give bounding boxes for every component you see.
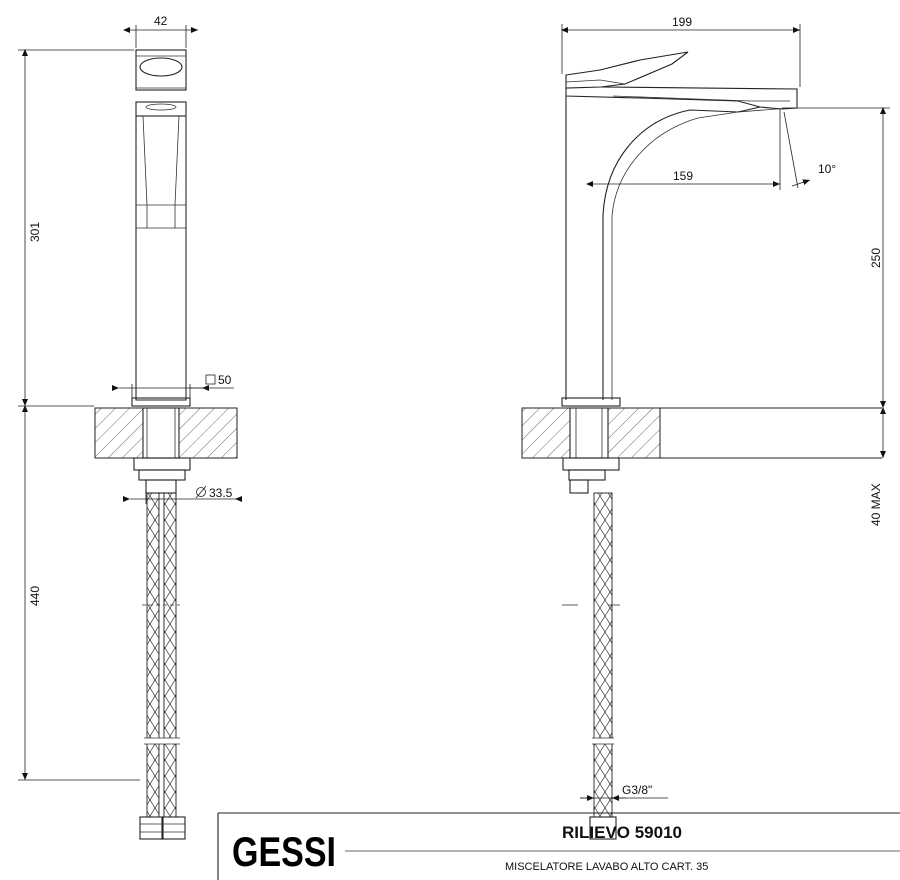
side-spout <box>565 86 798 110</box>
dim-total-width: 199 <box>672 15 692 29</box>
dim-hose-length: 440 <box>28 586 42 606</box>
dim-spout-angle: 10° <box>818 162 836 176</box>
title-block: GESSI RILIEVO 59010 MISCELATORE LAVABO A… <box>217 812 900 880</box>
square-icon <box>205 374 216 385</box>
diameter-icon <box>195 485 207 499</box>
front-nut <box>133 457 191 471</box>
brand-logo: GESSI <box>232 828 336 875</box>
dim-diameter-shank: 33.5 <box>209 486 233 500</box>
side-hose-nut <box>589 816 617 840</box>
front-body <box>135 116 187 401</box>
front-hose-right <box>163 492 177 818</box>
dim-height-body: 301 <box>28 222 42 242</box>
dim-deck-max: 40 MAX <box>869 483 883 526</box>
front-base-flange <box>131 397 191 407</box>
front-hose-left <box>146 492 160 818</box>
dim-spout-reach: 159 <box>673 169 693 183</box>
side-deck-right <box>607 407 661 459</box>
front-hose-nut-left <box>139 816 164 840</box>
product-description: MISCELATORE LAVABO ALTO CART. 35 <box>505 861 708 873</box>
dim-height-spout: 250 <box>869 248 883 268</box>
side-nut <box>562 457 620 471</box>
front-handle-oval <box>139 57 183 77</box>
side-view <box>521 51 882 840</box>
front-handle <box>135 49 187 91</box>
front-hose-nut-right <box>161 816 186 840</box>
side-base-flange <box>561 397 621 407</box>
dim-front-width: 42 <box>154 14 168 28</box>
side-body <box>565 96 761 400</box>
dim-square-base: 50 <box>218 373 232 387</box>
front-deck-right <box>178 407 238 459</box>
front-aerator <box>135 101 187 117</box>
product-title: RILIEVO 59010 <box>562 823 682 842</box>
dim-hose-thread: G3/8" <box>622 783 652 797</box>
side-lever <box>565 51 689 89</box>
side-deck-left <box>521 407 571 459</box>
side-hose <box>593 492 613 818</box>
front-view <box>94 49 238 840</box>
side-dimensions: 199 159 10° 250 40 MAX G3/8" <box>561 15 890 801</box>
front-dimensions: 42 301 440 50 33.5 <box>18 14 242 781</box>
front-deck-left <box>94 407 144 459</box>
